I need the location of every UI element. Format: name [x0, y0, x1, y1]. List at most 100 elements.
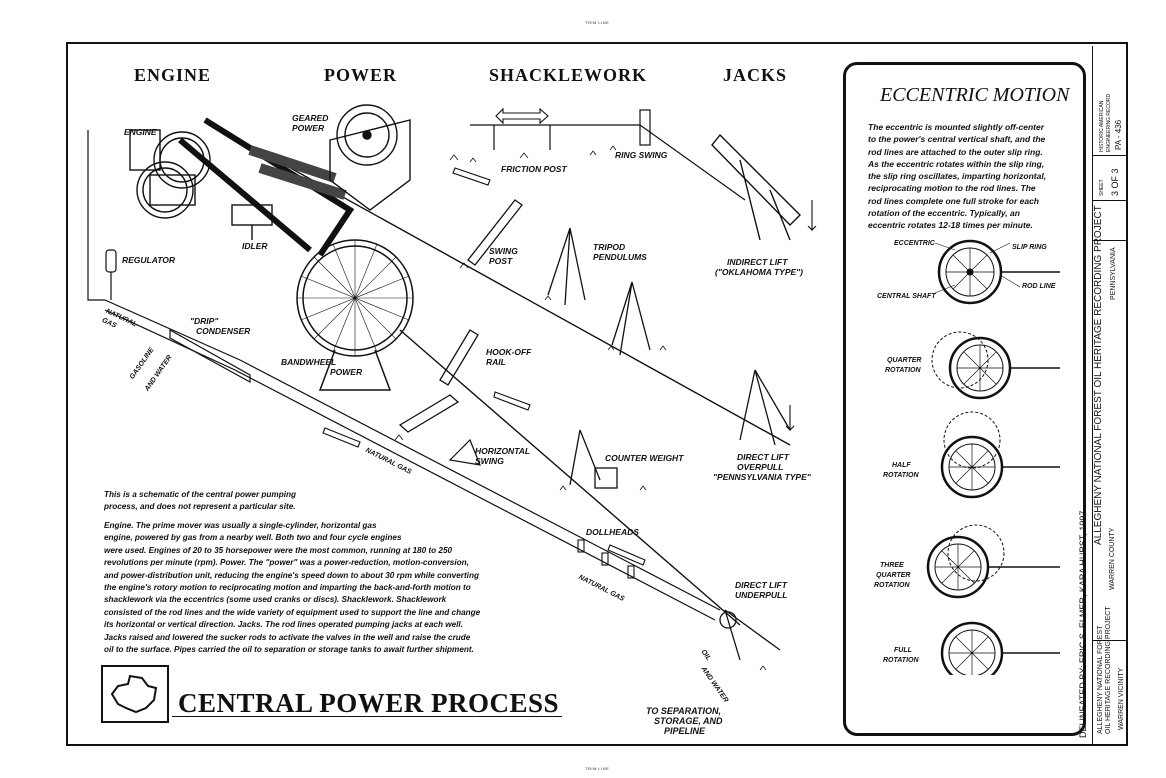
label-ring-swing: RING SWING: [615, 150, 668, 160]
label-dollheads: DOLLHEADS: [586, 527, 639, 537]
tb-haer-1: HISTORIC AMERICAN: [1099, 100, 1105, 152]
eccentric-text-line: to the power's central vertical shaft, a…: [868, 134, 1046, 145]
description-line: revolutions per minute (rpm). Power. The…: [104, 558, 469, 568]
title-block-divider: [1092, 200, 1126, 201]
label-hookoff-1: HOOK-OFF: [486, 347, 532, 357]
ecc-label-three-1: THREE: [880, 562, 904, 569]
motion-arrow: [452, 167, 491, 186]
eccentric-text-line: the slip ring oscillates, imparting hori…: [868, 171, 1047, 182]
eccentric-three-quarter: [926, 524, 1060, 599]
eccentric-text-line: As the eccentric rotates within the slip…: [868, 158, 1045, 169]
tb-haer-2: ENGINEERING RECORD: [1106, 93, 1112, 152]
tb-sheet-label: SHEET: [1099, 179, 1105, 196]
main-title: CENTRAL POWER PROCESS: [178, 688, 560, 718]
label-separation-1: TO SEPARATION,: [646, 706, 722, 716]
dollheads: [577, 539, 635, 579]
description-line: shacklework via the eccentrics (some use…: [104, 595, 447, 605]
ecc-label-quarter-1: QUARTER: [887, 357, 922, 364]
central-power-illustration: [87, 104, 817, 671]
description-line: were used. Engines of 20 to 35 horsepowe…: [104, 545, 453, 555]
section-heading-engine: ENGINE: [134, 65, 212, 85]
ecc-label-half-2: ROTATION: [883, 472, 919, 479]
label-direct-underpull-2: UNDERPULL: [735, 590, 788, 600]
label-engine: ENGINE: [124, 127, 157, 137]
tb-vicinity: WARREN VICINITY: [1118, 667, 1125, 730]
eccentric-full: [940, 621, 1060, 675]
ecc-label-half-1: HALF: [892, 462, 911, 469]
label-idler: IDLER: [242, 241, 268, 251]
trim-line-top: TRIM LINE: [585, 20, 610, 25]
eccentric-text-line: eccentric rotates 12-18 times per minute…: [868, 220, 1033, 231]
ecc-label-eccentric: ECCENTRIC: [894, 240, 935, 247]
ecc-label-quarter-2: ROTATION: [885, 367, 921, 374]
label-counter-weight: COUNTER WEIGHT: [605, 453, 684, 463]
label-geared-power-2: POWER: [292, 123, 325, 133]
tb-haer-number: PA - 436: [1114, 119, 1123, 150]
description-line: consisted of the rod lines and the wide …: [104, 607, 481, 617]
label-drip-1: "DRIP": [190, 316, 219, 326]
label-direct-overpull-1: DIRECT LIFT: [737, 452, 789, 462]
motion-arrow: [322, 427, 361, 448]
eccentric-description: The eccentric is mounted slightly off-ce…: [868, 121, 1046, 232]
label-direct-overpull-2: OVERPULL: [737, 462, 784, 472]
drip-condenser: [169, 328, 251, 384]
intro-line-1: This is a schematic of the central power…: [104, 490, 296, 499]
ecc-label-three-3: ROTATION: [874, 582, 910, 589]
eccentric-text-line: rod lines complete one full stroke for e…: [868, 195, 1039, 206]
description-line: Jacks raised and lowered the sucker rods…: [104, 632, 471, 642]
tb-state: PENNSYLVANIA: [1110, 247, 1117, 300]
description-line: Engine. The prime mover was usually a si…: [104, 521, 377, 530]
intro-line-2: process, and does not represent a partic…: [104, 502, 296, 511]
horizontal-swing: [448, 438, 481, 466]
label-swing-post-1: SWING: [489, 246, 518, 256]
idler-pulley: [231, 204, 273, 240]
label-indirect-lift-1: INDIRECT LIFT: [727, 257, 788, 267]
eccentric-start: [934, 239, 1060, 305]
friction-post: [493, 125, 551, 150]
eccentric-quarter: [931, 331, 1060, 400]
ecc-label-full-2: ROTATION: [883, 657, 919, 664]
label-bandwheel-2: POWER: [330, 367, 363, 377]
eccentric-half: [940, 411, 1060, 499]
direct-lift-overpull: [739, 369, 791, 446]
label-swing-post-2: POST: [489, 256, 513, 266]
label-regulator: REGULATOR: [122, 255, 176, 265]
motion-arrow: [495, 107, 549, 125]
ecc-label-three-2: QUARTER: [876, 572, 911, 579]
swing-post: [467, 199, 523, 266]
title-block-divider: [1092, 240, 1126, 241]
ring-swing: [639, 109, 651, 146]
eccentric-text-line: rotation of the eccentric. Typically, an: [868, 208, 1020, 219]
label-tripod-1: TRIPOD: [593, 242, 626, 252]
tb-sheet-number: 3 OF 3: [1110, 168, 1120, 196]
label-direct-overpull-3: "PENNSYLVANIA TYPE": [713, 472, 811, 482]
regulator: [105, 249, 117, 300]
title-block-divider: [1092, 155, 1126, 156]
tripod-pendulums: [547, 227, 651, 356]
description-line: engine, powered by gas from a nearby wel…: [104, 533, 402, 543]
label-direct-underpull-1: DIRECT LIFT: [735, 580, 787, 590]
geared-power: [329, 104, 411, 211]
tb-org-2: OIL HERITAGE RECORDING PROJECT: [1105, 606, 1112, 734]
label-drip-2: CONDENSER: [196, 326, 251, 336]
description-line: and power-distribution unit, reducing th…: [104, 570, 479, 580]
ecc-label-full-1: FULL: [894, 647, 912, 654]
eccentric-text-line: rod lines are attached to the outer slip…: [868, 146, 1043, 157]
label-horizontal-swing-1: HORIZONTAL: [475, 446, 531, 456]
description-line: the engine's rotory motion to reciprocat…: [104, 583, 471, 593]
tb-delineator: DELINEATED BY: ERIC S. ELMER, KARA HURST…: [1078, 510, 1088, 738]
direct-lift-underpull: [719, 609, 781, 661]
section-heading-jacks: JACKS: [723, 65, 788, 85]
title-underline: [172, 716, 562, 717]
title-block-divider: [1092, 640, 1126, 641]
forest-map-logo: [101, 665, 169, 723]
section-heading-power: POWER: [324, 65, 398, 85]
bandwheel: [296, 239, 414, 391]
ecc-label-central-shaft: CENTRAL SHAFT: [877, 293, 936, 300]
eccentric-text-line: reciprocating motion to the rod lines. T…: [868, 183, 1036, 194]
tb-org-1: ALLEGHENY NATIONAL FOREST: [1097, 625, 1104, 734]
trim-line-bottom: TRIM LINE: [585, 766, 610, 771]
counter-weight: [569, 429, 618, 489]
label-indirect-lift-2: ("OKLAHOMA TYPE"): [715, 267, 804, 277]
eccentric-text-line: The eccentric is mounted slightly off-ce…: [868, 122, 1045, 132]
